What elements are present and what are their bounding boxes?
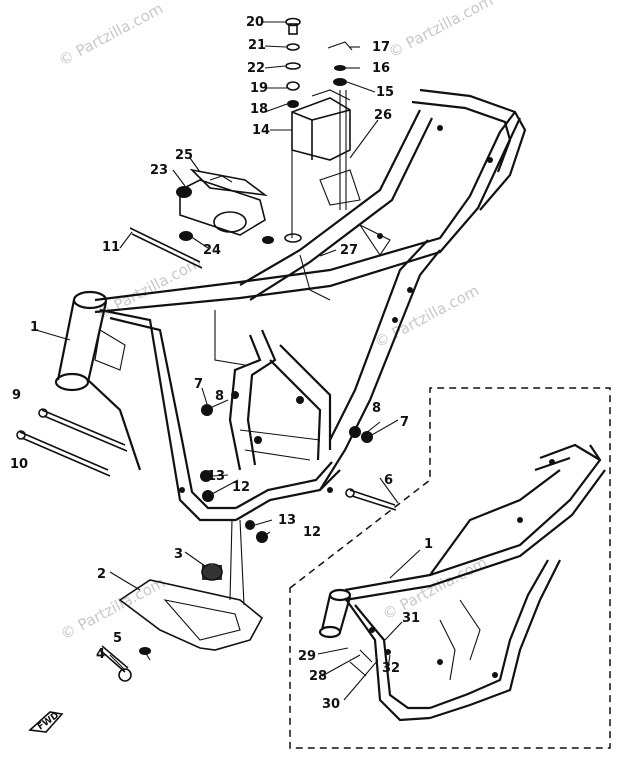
callout-22: 22 [247,61,265,76]
leader-lines [35,21,421,701]
callout-12-lower: 12 [303,525,321,540]
callout-24: 24 [203,243,221,258]
callout-7-left: 7 [194,377,203,392]
callout-1-inset: 1 [424,537,433,552]
callout-20: 20 [246,15,264,30]
battery-box-parts [284,17,353,243]
callout-25: 25 [175,148,193,163]
callout-11: 11 [102,240,120,255]
callout-26: 26 [374,108,392,123]
callout-labels: 1 1 2 3 4 5 6 7 7 8 8 9 10 11 12 12 13 1… [10,15,433,712]
callout-15: 15 [376,85,394,100]
callout-16: 16 [372,61,390,76]
callout-2: 2 [97,567,106,582]
main-frame [54,88,527,522]
fasteners [200,404,397,543]
watermark-top-right: © Partzilla.com [385,0,496,62]
callout-9: 9 [12,388,21,403]
callout-23: 23 [150,163,168,178]
callout-21: 21 [248,38,266,53]
callout-32: 32 [382,661,400,676]
callout-4: 4 [96,647,105,662]
skid-plate [99,519,264,682]
callout-3: 3 [174,547,183,562]
watermark-top-left: © Partzilla.com [55,0,166,70]
callout-5: 5 [113,631,122,646]
callout-13-upper: 13 [207,469,225,484]
callout-12-upper: 12 [232,480,250,495]
callout-14: 14 [252,123,270,138]
callout-1: 1 [30,320,39,335]
watermark-mid-right: © Partzilla.com [371,281,482,351]
callout-18: 18 [250,102,268,117]
callout-6: 6 [384,473,393,488]
callout-27: 27 [340,243,358,258]
callout-10: 10 [10,457,28,472]
callout-8-right: 8 [372,401,381,416]
callout-28: 28 [309,669,327,684]
callout-30: 30 [322,697,340,712]
coil-unit [129,168,274,269]
callout-13-lower: 13 [278,513,296,528]
front-direction-arrow: FWD [28,711,64,733]
callout-17: 17 [372,40,390,55]
watermark-bottom-right: © Partzilla.com [379,553,490,623]
callout-31: 31 [402,611,420,626]
inset-box [289,387,611,749]
callout-7-right: 7 [400,415,409,430]
long-bolts [16,408,128,477]
callout-8-left: 8 [215,389,224,404]
callout-19: 19 [250,81,268,96]
callout-29: 29 [298,649,316,664]
